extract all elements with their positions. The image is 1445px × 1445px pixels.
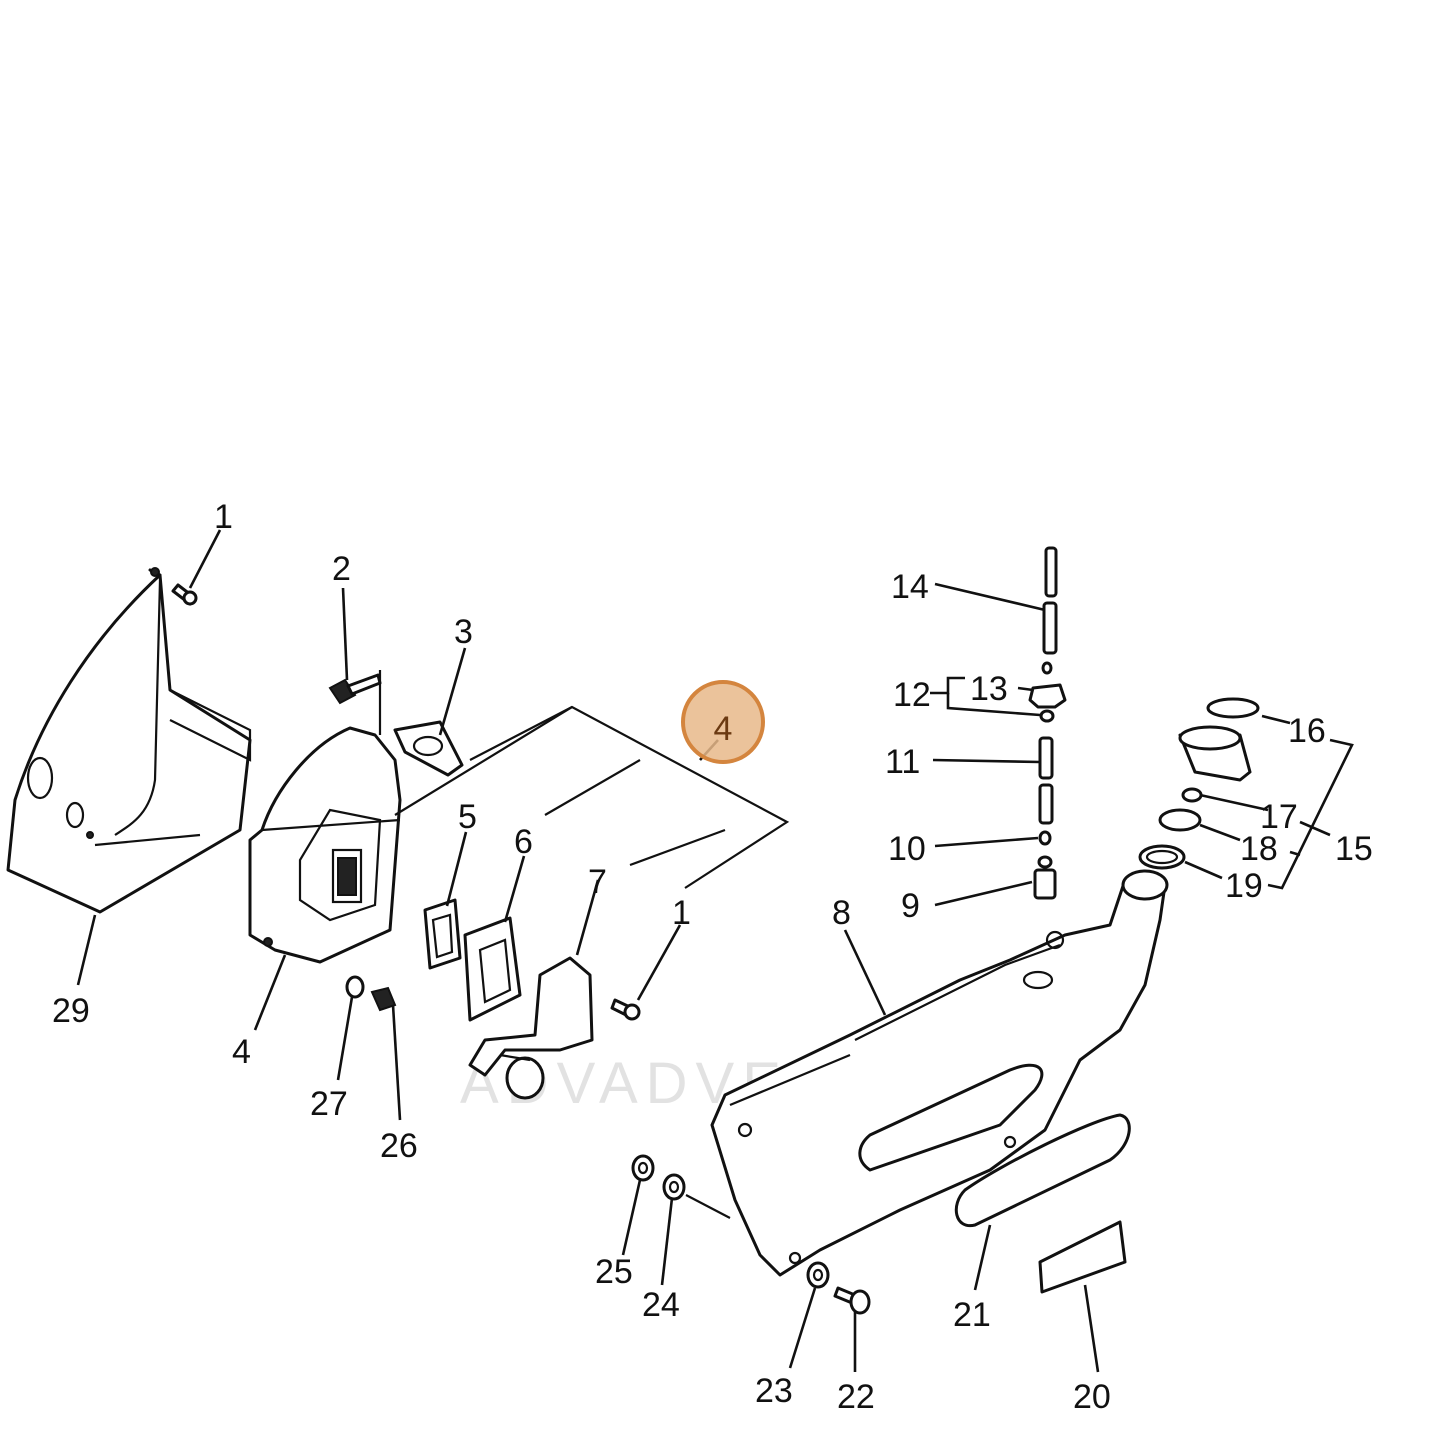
- label-16: 16: [1288, 712, 1326, 750]
- label-8: 8: [832, 894, 851, 932]
- part-23-washer: [806, 1261, 830, 1289]
- label-11: 11: [885, 743, 920, 781]
- stud-line: [685, 1194, 731, 1219]
- label-23: 23: [755, 1372, 793, 1410]
- part-11-tube: [1038, 736, 1054, 825]
- callout-labels: 1 2 3 5 6 7 1 8 9 10 11 12 13 14 15 16 1…: [52, 498, 1373, 1416]
- label-20: 20: [1073, 1378, 1111, 1416]
- label-2: 2: [332, 550, 351, 588]
- label-4-housing: 4: [232, 1033, 251, 1071]
- part-4-airbox-housing: [248, 670, 402, 964]
- leader-lines: [76, 529, 1354, 1373]
- label-1-top: 1: [214, 498, 233, 536]
- part-1-screw-mid: [610, 998, 641, 1021]
- label-6: 6: [514, 823, 533, 861]
- label-10: 10: [888, 830, 926, 868]
- part-1-screw-top: [171, 583, 198, 606]
- part-24-washer: [662, 1173, 686, 1201]
- part-2-bolt: [328, 673, 382, 705]
- part-18-disk: [1158, 808, 1202, 832]
- part-3-gasket: [393, 720, 464, 777]
- label-18: 18: [1240, 830, 1278, 868]
- label-22: 22: [837, 1378, 875, 1416]
- label-13: 13: [970, 670, 1008, 708]
- part-6-plate: [463, 916, 522, 1022]
- highlight-marker[interactable]: 4: [681, 680, 765, 764]
- label-1-mid: 1: [672, 894, 691, 932]
- label-24: 24: [642, 1286, 680, 1324]
- label-7: 7: [588, 863, 607, 901]
- part-29-shroud: [6, 567, 252, 914]
- part-5-gasket: [423, 898, 462, 970]
- label-25: 25: [595, 1253, 633, 1291]
- label-29: 29: [52, 992, 90, 1030]
- label-12: 12: [893, 676, 931, 714]
- label-3: 3: [454, 613, 473, 651]
- part-7-adapter: [468, 956, 594, 1100]
- part-25-nut: [631, 1154, 655, 1182]
- part-20-plate: [1038, 1220, 1127, 1294]
- part-22-bolt: [833, 1286, 871, 1315]
- part-10-oring: [1038, 830, 1052, 846]
- label-14: 14: [891, 568, 929, 606]
- part-21-plate: [954, 1113, 1131, 1228]
- part-14-rod: [1042, 546, 1058, 655]
- label-15: 15: [1335, 830, 1373, 868]
- label-9: 9: [901, 887, 920, 925]
- part-17-washer: [1181, 787, 1203, 803]
- label-19: 19: [1225, 867, 1263, 905]
- part-9-fitting: [1033, 855, 1057, 900]
- label-5: 5: [458, 798, 477, 836]
- part-27-washer: [345, 975, 365, 999]
- explode-lines: [394, 705, 790, 889]
- part-16-cup: [1178, 725, 1252, 782]
- part-13-cap: [1028, 661, 1067, 723]
- label-21: 21: [953, 1296, 991, 1334]
- part-19-seal: [1138, 844, 1186, 870]
- part-16-ring: [1206, 697, 1260, 719]
- label-26: 26: [380, 1127, 418, 1165]
- part-8-muffler: [710, 869, 1169, 1277]
- svg-text:4: 4: [714, 710, 733, 748]
- label-17: 17: [1260, 798, 1298, 836]
- label-27: 27: [310, 1085, 348, 1123]
- part-26-screw: [370, 986, 397, 1012]
